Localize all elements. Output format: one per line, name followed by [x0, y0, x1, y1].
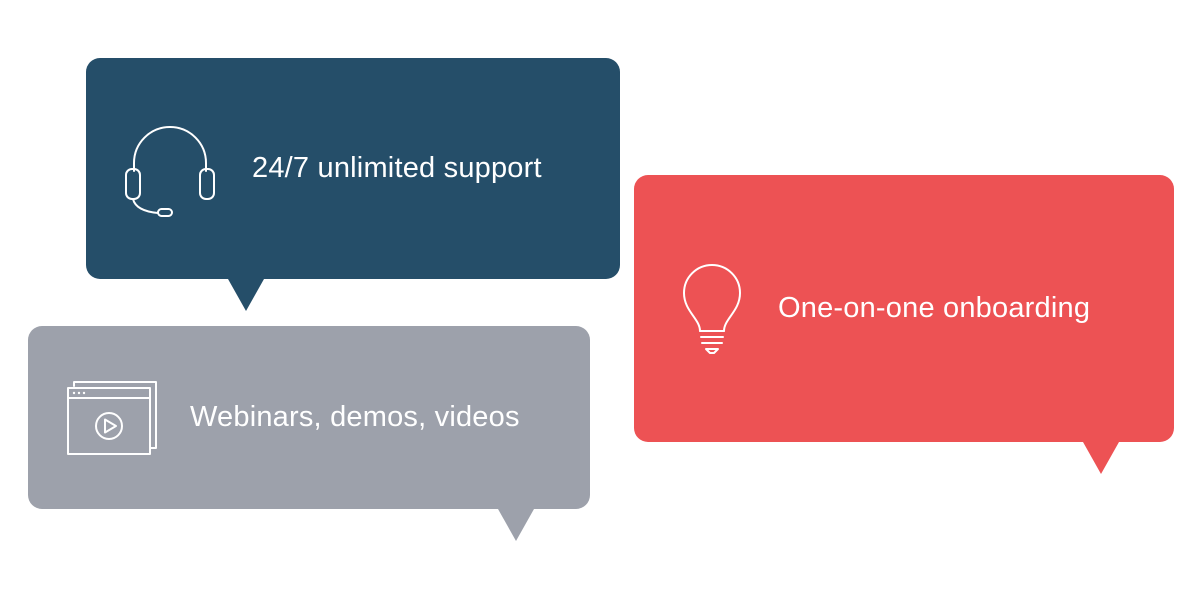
- webinars-bubble: Webinars, demos, videos: [28, 326, 590, 541]
- lightbulb-icon: [672, 259, 752, 359]
- support-bubble-tail: [228, 279, 264, 311]
- onboarding-bubble: One-on-one onboarding: [634, 175, 1174, 474]
- webinars-label: Webinars, demos, videos: [190, 401, 520, 433]
- onboarding-bubble-tail: [1083, 442, 1119, 474]
- support-bubble: 24/7 unlimited support: [86, 58, 620, 311]
- headset-icon: [120, 119, 220, 219]
- onboarding-label: One-on-one onboarding: [778, 292, 1091, 324]
- support-label: 24/7 unlimited support: [252, 152, 542, 184]
- video-window-icon: [64, 378, 160, 458]
- webinars-bubble-tail: [498, 509, 534, 541]
